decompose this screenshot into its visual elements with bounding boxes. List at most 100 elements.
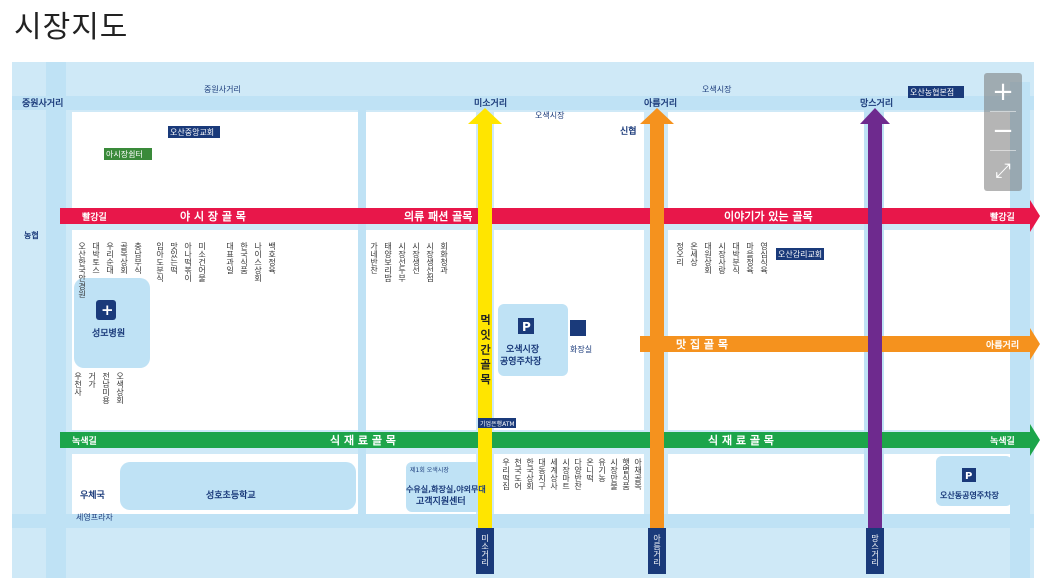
market-map-svg: 야 시 장 골 목 의류 패션 골목 이야기가 있는 골목 빨강길 빨강길 식 … (12, 62, 1040, 578)
shop-name: 온세상 (689, 242, 698, 266)
shop-name: 나이스상회 (253, 242, 262, 283)
yellow-alley[interactable] (468, 108, 502, 528)
shop-name: 영심식육 (760, 241, 769, 275)
page-title: 시장지도 (14, 10, 129, 45)
asia-center-badge (104, 148, 152, 160)
shop-name: 세계상사 (549, 458, 558, 491)
parking-glyph-main: P (522, 320, 531, 334)
shop-name: 골목상회 (119, 242, 128, 275)
fullscreen-button[interactable]: ⤢ (995, 158, 1011, 182)
customer-center-area (406, 462, 482, 512)
shop-name: 시장만물 (609, 458, 618, 490)
street-label-mang-bottom: 망스거리 (870, 533, 879, 567)
customer-center-line2: 고객지원센터 (416, 495, 466, 507)
landmark-nonghyup: 농협 (24, 230, 39, 240)
alley-label-food: 먹 잇 간 골 목 (479, 313, 492, 385)
parking-main-line2: 공영주차장 (500, 355, 542, 367)
alley-label-night: 야 시 장 골 목 (180, 209, 246, 223)
customer-center-line1: 수유실,화장실,야외무대 (406, 484, 486, 494)
osan-church-badge (168, 126, 220, 138)
shop-name: 충남부식 (133, 242, 142, 275)
shop-name: 햇볕식품 (622, 457, 631, 490)
landmark-school: 성호초등학교 (206, 489, 256, 501)
alley-label-green-end: 녹색길 (990, 435, 1015, 447)
shop-name: 태양보리밥 (383, 242, 392, 282)
alley-label-red-end: 빨강길 (990, 211, 1015, 223)
alley-label-orange-end: 아름거리 (986, 339, 1019, 351)
shop-name: 회화청과 (439, 242, 448, 275)
shop-name: 대박토스 (91, 242, 100, 274)
shop-name: 대표과일 (225, 242, 234, 274)
toilet-icon (570, 320, 586, 336)
shop-name: 대원상회 (703, 242, 712, 275)
customer-center-small: 제1회 오색시장 (410, 466, 449, 474)
school-area (120, 462, 356, 510)
alley-label-tasty: 맛 집 골 목 (676, 337, 728, 351)
market-map[interactable]: 야 시 장 골 목 의류 패션 골목 이야기가 있는 골목 빨강길 빨강길 식 … (0, 52, 1046, 584)
orange-alley-vertical[interactable] (640, 108, 674, 528)
shop-name: 온니떡 (586, 458, 595, 483)
osan-bank-badge (908, 86, 964, 98)
atm-badge (478, 418, 516, 428)
shop-name: 천국도어 (514, 457, 523, 491)
shop-name: 백호정육 (268, 241, 277, 275)
green-alley[interactable] (60, 424, 1040, 456)
zoom-separator-2 (990, 150, 1016, 151)
bottom-street-tags: 미소거리 아름거리 망스거리 (476, 528, 884, 574)
shop-name: 한국상회 (525, 458, 534, 491)
shop-name: 아채골목 (633, 457, 642, 491)
street-label-miso-top: 미소거리 (474, 97, 507, 109)
hospital-cross-glyph: + (101, 301, 114, 319)
orange-alley-horizontal[interactable] (640, 328, 1040, 360)
shop-name: 미소건어물 (198, 242, 207, 282)
shop-name: 거가 (87, 372, 96, 389)
landmark-post-office: 우체국 (80, 489, 106, 501)
red-alley[interactable] (60, 200, 1040, 232)
street-label-areum-bottom: 아름거리 (652, 533, 661, 567)
parking-icon-main (518, 318, 534, 334)
alley-label-ingredients-right: 식 재 료 골 목 (708, 433, 774, 447)
alley-label-fashion: 의류 패션 골목 (404, 209, 472, 223)
shop-name: 우천사 (73, 372, 82, 397)
shop-name: 전남미용 (101, 371, 110, 404)
zoom-separator (990, 111, 1016, 112)
toilet-label: 화장실 (570, 344, 592, 354)
street-label-jungwon: 중원사거리 (22, 97, 63, 109)
shop-name: 한국식품 (239, 242, 248, 274)
shop-name: 시장사랑 (717, 242, 726, 274)
hospital-cross-icon (96, 300, 116, 320)
alley-label-green-start: 녹색길 (72, 435, 97, 447)
zoom-in-button[interactable]: + (992, 77, 1014, 107)
landmark-hospital: 성모병원 (92, 327, 125, 339)
osan-galli-church-badge (776, 248, 824, 260)
hospital-area (74, 278, 150, 368)
shop-name: 마을정육 (745, 242, 754, 275)
shop-name: 대박분식 (731, 242, 740, 275)
shop-name: 시장선두부 (397, 242, 406, 283)
shop-name: 아나떡볶이 (183, 241, 192, 283)
zoom-out-button[interactable]: − (992, 116, 1014, 146)
atm-label: 기업은행ATM (480, 420, 515, 428)
shop-name: 오색상회 (115, 372, 124, 405)
landmark-seyoung: 세영프라자 (76, 512, 113, 522)
shop-name: 시장마트 (561, 458, 570, 490)
landmark-top-banner-2: 오색시장 (535, 110, 565, 120)
shop-name: 유기농 (598, 458, 607, 482)
shop-name: 대동지구 (538, 458, 547, 491)
shop-name: 우리떡집 (502, 458, 511, 490)
shop-name: 시장생선 (411, 242, 420, 274)
parking-area (498, 304, 568, 376)
shop-name: 우리순대 (106, 242, 115, 275)
shop-name: 가네반찬 (369, 242, 378, 274)
landmark-top-banner-1: 중원사거리 (204, 85, 241, 94)
parking-right-label: 오산동공영주차장 (940, 490, 1000, 500)
purple-alley[interactable] (860, 108, 890, 528)
alley-label-ingredients-left: 식 재 료 골 목 (330, 433, 396, 447)
shop-name: 시장생선점 (425, 242, 434, 282)
landmark-osan-bank: 오산농협본점 (910, 87, 954, 97)
parking-glyph-right: P (965, 471, 972, 482)
alley-label-story: 이야기가 있는 골목 (724, 209, 813, 223)
street-label-mang-top: 망스거리 (860, 97, 893, 109)
shop-name: 오산한국안경원 (77, 242, 86, 298)
